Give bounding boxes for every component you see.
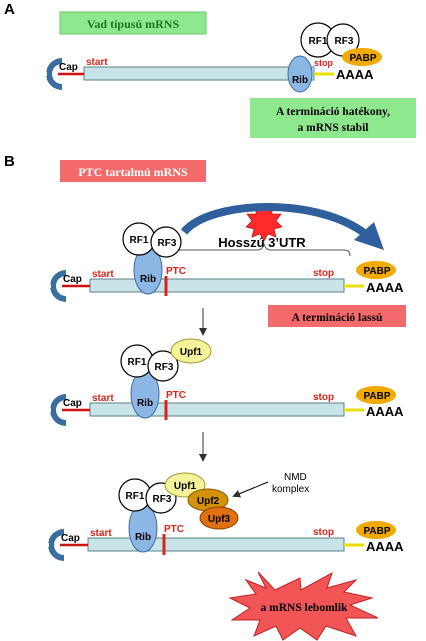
pabp-label: PABP — [363, 526, 390, 537]
cbp-label: CBP — [42, 536, 51, 554]
rib-label: Rib — [292, 75, 308, 86]
upf1-protein — [164, 472, 206, 498]
decay-note: a mRNS lebomlik — [261, 602, 349, 614]
panel-a-note-box — [250, 98, 416, 138]
rf3-factor — [147, 350, 179, 382]
panel-a-note-line2: a mRNS stabil — [298, 122, 369, 134]
panel-a-title-box — [59, 11, 207, 35]
cbp-cap-binding-protein — [46, 58, 62, 90]
nmd-label-line2: komplex — [272, 484, 309, 495]
upf3-label: Upf3 — [208, 514, 231, 525]
upf3-protein — [199, 506, 239, 530]
cbp-label: CBP — [40, 65, 49, 83]
rib-label: Rib — [140, 274, 156, 285]
red-burst — [245, 203, 283, 242]
rf3-label: RF3 — [155, 362, 174, 373]
mrna-strand — [89, 278, 345, 293]
ptc-label: PTC — [164, 524, 184, 535]
row-1: Hosszú 3’UTR CBP Cap start Rib RF1 RF3 P… — [44, 203, 406, 327]
cbp-cap-binding-protein — [50, 394, 66, 426]
cbp-cap-binding-protein — [48, 529, 64, 561]
pabp-protein — [342, 48, 382, 66]
row-2: CBP Cap start Rib RF1 RF3 Upf1 PTC stop … — [44, 338, 404, 426]
interaction-arrow — [180, 203, 371, 240]
upf2-label: Upf2 — [197, 496, 220, 507]
row-3: NMD komplex CBP Cap start Rib RF1 RF3 Up… — [42, 472, 404, 641]
rf3-label: RF3 — [153, 494, 172, 505]
decay-burst — [228, 571, 379, 641]
utr-label: Hosszú 3’UTR — [218, 235, 306, 250]
cap-label: Cap — [63, 398, 82, 409]
pabp-label: PABP — [363, 266, 390, 277]
panel-a-title: Vad típusú mRNS — [87, 17, 180, 31]
polya-label: AAAA — [366, 539, 404, 554]
rf1-label: RF1 — [128, 357, 147, 368]
mrna-strand — [87, 537, 345, 552]
panel-b-title-box — [60, 160, 206, 182]
pabp-label: PABP — [349, 53, 376, 64]
rf3-label: RF3 — [158, 238, 177, 249]
polya-label: AAAA — [366, 404, 404, 419]
slow-termination-box — [268, 305, 406, 327]
rf1-label: RF1 — [130, 235, 149, 246]
rf3-label: RF3 — [335, 36, 354, 47]
nmd-pointer-arrow — [232, 481, 269, 498]
panel-b: B PTC tartalmú mRNS Hosszú 3’UTR CBP Cap… — [4, 153, 406, 641]
pabp-protein — [356, 521, 396, 539]
stop-label: stop — [313, 392, 334, 403]
rf1-label: RF1 — [309, 36, 328, 47]
polya-label: AAAA — [366, 280, 404, 295]
interaction-arrowhead — [354, 222, 384, 250]
stop-label: stop — [313, 268, 334, 279]
rib-label: Rib — [137, 398, 153, 409]
start-label: start — [90, 528, 112, 539]
cbp-label: CBP — [44, 401, 53, 419]
mrna-strand — [89, 402, 345, 417]
stop-label: stop — [313, 527, 334, 538]
polya-label: AAAA — [336, 67, 374, 82]
panel-a-label: A — [4, 1, 15, 18]
ribosome — [287, 55, 313, 93]
start-label: start — [92, 269, 114, 280]
panel-a-note-line1: A termináció hatékony, — [276, 106, 390, 118]
pabp-protein — [356, 386, 396, 404]
start-label: start — [86, 57, 108, 68]
upf1-label: Upf1 — [174, 481, 197, 492]
cap-label: Cap — [63, 274, 82, 285]
upf1-label: Upf1 — [180, 347, 203, 358]
rf3-factor — [150, 226, 182, 258]
cap-label: Cap — [61, 533, 80, 544]
nmd-label-line1: NMD — [284, 472, 307, 483]
cbp-label: CBP — [44, 277, 53, 295]
rf1-label: RF1 — [126, 491, 145, 502]
panel-b-label: B — [4, 153, 15, 170]
cap-label: Cap — [59, 62, 78, 73]
slow-termination-note: A termináció lassú — [292, 312, 383, 324]
panel-a: A Vad típusú mRNS CBP Cap start Rib RF1 … — [4, 1, 416, 138]
pabp-protein — [356, 261, 396, 279]
rib-label: Rib — [135, 532, 151, 543]
ptc-label: PTC — [166, 266, 186, 277]
cbp-cap-binding-protein — [50, 270, 66, 302]
start-label: start — [92, 393, 114, 404]
upf1-protein — [170, 338, 212, 364]
panel-b-title: PTC tartalmú mRNS — [78, 165, 188, 179]
pabp-label: PABP — [363, 391, 390, 402]
mrna-strand — [83, 66, 315, 81]
stop-label: stop — [314, 58, 334, 68]
ptc-label: PTC — [166, 390, 186, 401]
